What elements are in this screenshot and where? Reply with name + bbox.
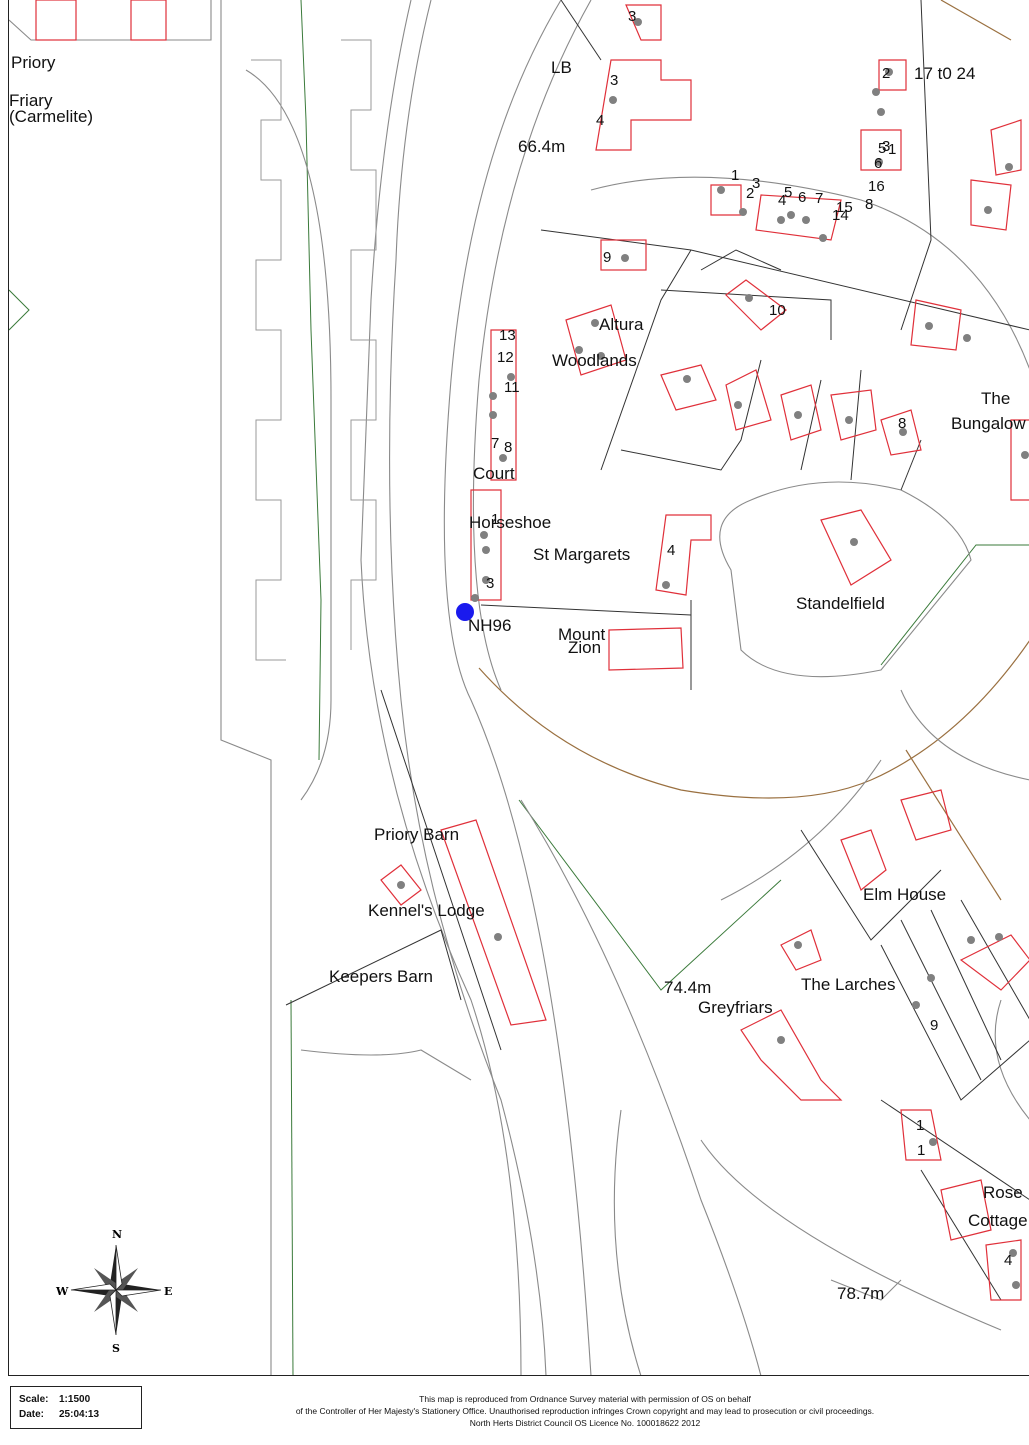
road-edges <box>9 0 1029 1375</box>
house-number: 8 <box>898 415 906 432</box>
compass-n: N <box>112 1228 122 1241</box>
house-number: 16 <box>868 178 885 195</box>
scale-label: Scale: <box>19 1394 49 1405</box>
house-number: 4 <box>667 542 675 559</box>
map-canvas[interactable]: Priory Friary (Carmelite) LB 66.4m 17 t0… <box>8 0 1029 1376</box>
label-bungalow: Bungalow <box>951 414 1026 433</box>
date-value: 25:04:13 <box>59 1409 100 1420</box>
copyright-line-3: North Herts District Council OS Licence … <box>469 1418 701 1428</box>
place-labels: Priory Friary (Carmelite) LB 66.4m 17 t0… <box>9 53 1028 1303</box>
label-spot-height-78: 78.7m <box>837 1284 884 1303</box>
label-spot-height-74: 74.4m <box>664 978 711 997</box>
house-number: 12 <box>497 349 514 366</box>
label-kennels-lodge: Kennel's Lodge <box>368 901 485 920</box>
label-horseshoe: Horseshoe <box>469 513 551 532</box>
label-keepers-barn: Keepers Barn <box>329 967 433 986</box>
location-marker[interactable] <box>456 603 474 621</box>
house-number: 6 <box>874 155 882 172</box>
label-spot-height-66: 66.4m <box>518 137 565 156</box>
label-rose: Rose <box>983 1183 1023 1202</box>
house-number: 13 <box>499 327 516 344</box>
scale-date-box: Scale: 1:1500 Date: 25:04:13 <box>10 1386 142 1429</box>
copyright-line-2: of the Controller of Her Majesty's Stati… <box>295 1406 875 1416</box>
house-number: 4 <box>596 112 604 129</box>
house-number: 11 <box>504 379 520 396</box>
property-boundaries <box>285 0 1029 1301</box>
house-number: 1 <box>491 511 499 528</box>
house-number: 6 <box>798 189 806 206</box>
house-number: 4 <box>778 192 786 209</box>
label-the-larches: The Larches <box>801 975 896 994</box>
terrace-blocks <box>251 39 377 661</box>
label-nh96: NH96 <box>468 616 511 635</box>
compass-rose-icon: N S E W <box>55 1228 172 1355</box>
copyright-notice: This map is reproduced from Ordnance Sur… <box>150 1393 1020 1429</box>
label-altura: Altura <box>599 315 644 334</box>
compass-w: W <box>55 1285 69 1298</box>
house-number: 9 <box>603 249 611 266</box>
label-woodlands: Woodlands <box>552 351 637 370</box>
house-number: 15 <box>836 199 853 216</box>
house-number: 3 <box>752 175 760 192</box>
label-carmelite: (Carmelite) <box>9 107 93 126</box>
label-friary: Friary <box>9 91 53 110</box>
house-number: 1 <box>917 1142 925 1159</box>
green-boundaries <box>9 0 1029 1375</box>
label-elm-house: Elm House <box>863 885 946 904</box>
label-court: Court <box>473 464 515 483</box>
label-greyfriars: Greyfriars <box>698 998 773 1017</box>
house-number: 3 <box>610 72 618 89</box>
label-lb: LB <box>551 58 572 77</box>
label-st-margarets: St Margarets <box>533 545 630 564</box>
address-points <box>397 18 1029 1289</box>
buildings <box>35 0 1029 1301</box>
house-number: 5 <box>784 184 792 201</box>
brown-boundaries <box>478 0 1029 901</box>
house-number: 7 <box>491 435 499 452</box>
date-label: Date: <box>19 1409 45 1420</box>
house-number: 14 <box>832 207 849 224</box>
house-number: 2 <box>882 65 890 82</box>
house-number: 9 <box>930 1017 938 1034</box>
house-number: 8 <box>504 439 512 456</box>
label-17-to-24: 17 t0 24 <box>914 64 975 83</box>
label-mount: Mount <box>558 625 606 644</box>
label-priory-barn: Priory Barn <box>374 825 459 844</box>
label-cottage: Cottage <box>968 1211 1028 1230</box>
house-number: 3 <box>486 575 494 592</box>
compass-s: S <box>112 1342 120 1355</box>
house-number: 1 <box>731 167 739 184</box>
house-number: 3 <box>882 138 890 155</box>
house-number: 5 <box>878 140 886 157</box>
house-number: 4 <box>1004 1252 1012 1269</box>
copyright-line-1: This map is reproduced from Ordnance Sur… <box>419 1394 751 1404</box>
house-number: 10 <box>769 302 786 319</box>
house-number: 2 <box>746 185 754 202</box>
map-drawing: Priory Friary (Carmelite) LB 66.4m 17 t0… <box>9 0 1029 1375</box>
compass-e: E <box>164 1285 172 1298</box>
house-number: 1 <box>916 1117 924 1134</box>
scale-value: 1:1500 <box>59 1394 91 1405</box>
label-zion: Zion <box>568 638 601 657</box>
house-number: 1 <box>888 141 896 158</box>
label-the: The <box>981 389 1010 408</box>
label-standelfield: Standelfield <box>796 594 885 613</box>
house-numbers: 3 3 4 1 3 2 4 5 6 7 8 9 10 5 6 16 15 14 … <box>486 8 1012 1269</box>
label-priory: Priory <box>11 53 56 72</box>
house-number: 3 <box>628 8 636 25</box>
house-number: 7 <box>815 190 823 207</box>
house-number: 8 <box>865 196 873 213</box>
